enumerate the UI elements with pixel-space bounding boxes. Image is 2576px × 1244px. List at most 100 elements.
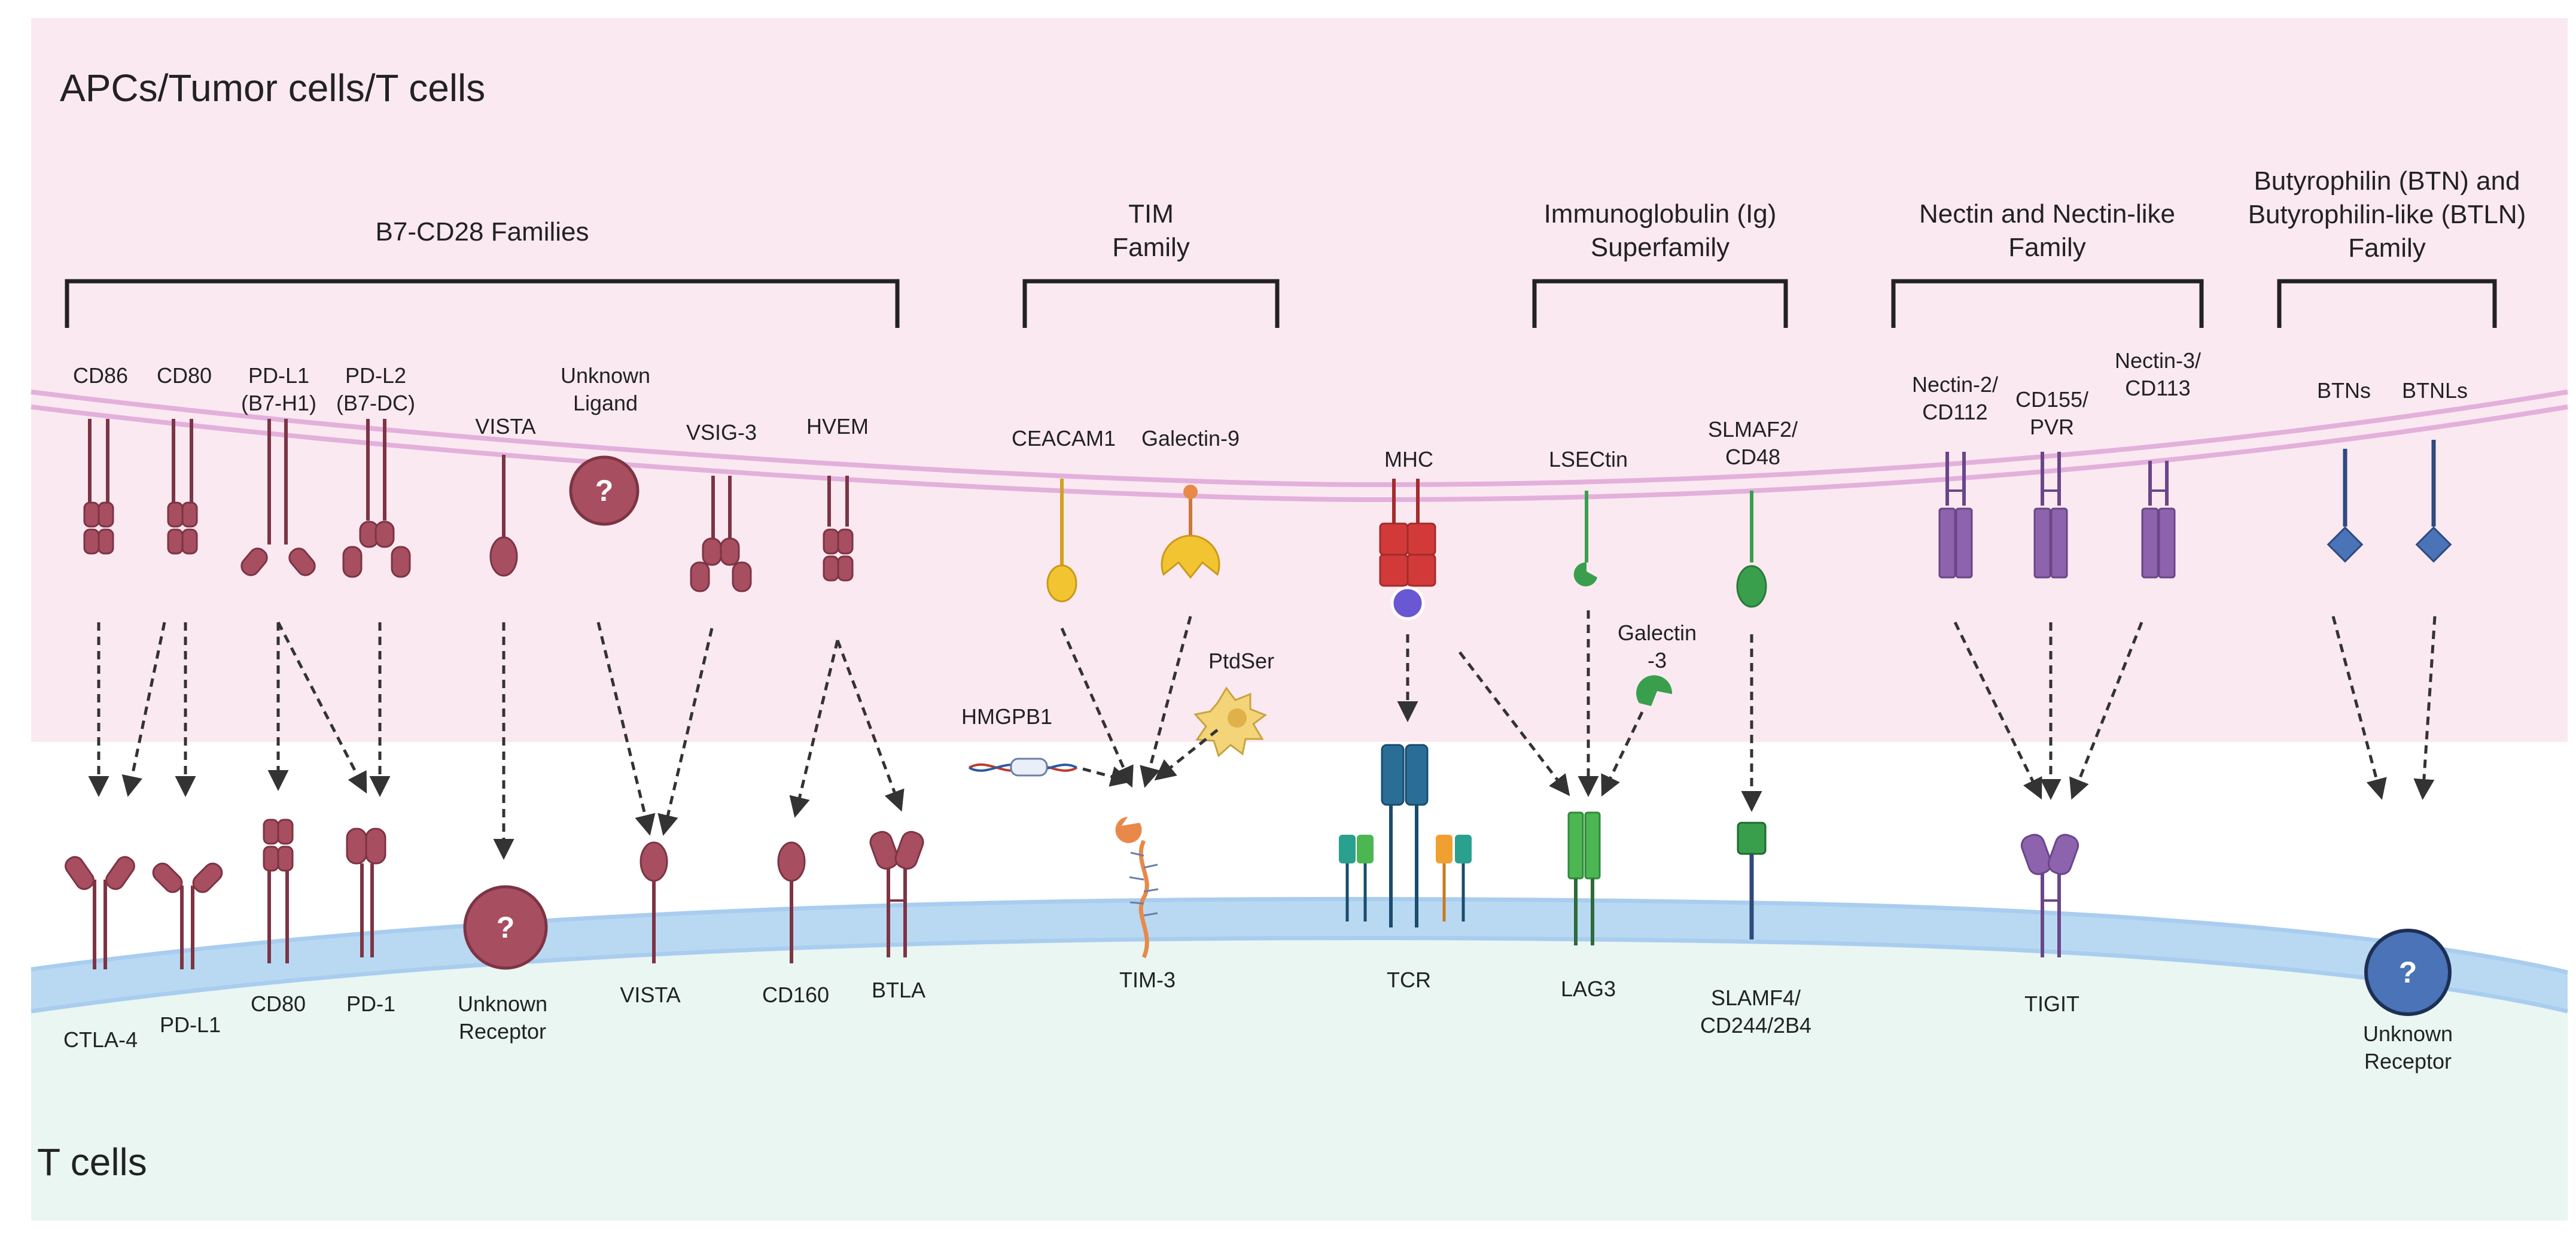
lag3-receptor: [1567, 811, 1601, 945]
unknown-receptor2-question-icon: ?: [2398, 956, 2417, 989]
galectin9-ligand: [1161, 485, 1220, 579]
label-nectin2-1: Nectin-2/: [1911, 372, 1999, 397]
nectin-family-title-2: Family: [2008, 233, 2086, 262]
unknown-ligand-question-icon: ?: [595, 474, 614, 507]
pd1-receptor: [346, 828, 386, 957]
unknown-receptor-circle: [463, 885, 548, 970]
label-unknown-receptor-1: Unknown: [457, 991, 548, 1016]
label-hmgb1: HMGPB1: [961, 704, 1053, 729]
b7-bracket: [65, 279, 900, 328]
label-lsectin: LSECtin: [1548, 447, 1628, 472]
label-vista-receptor: VISTA: [620, 983, 681, 1007]
b7-family-title: B7-CD28 Families: [375, 217, 589, 247]
nectin2-ligand: [1938, 452, 1973, 579]
lsectin-ligand: [1573, 491, 1597, 586]
label-ceacam1: CEACAM1: [1011, 426, 1116, 451]
label-unknown-ligand-1: Unknown: [560, 363, 651, 388]
hmgb1-dna: [968, 758, 1077, 777]
tim-family-title-2: Family: [1112, 233, 1190, 262]
label-nectin2-2: CD112: [1922, 400, 1988, 424]
label-btns: BTNs: [2317, 378, 2371, 403]
btns-ligand: [2327, 449, 2364, 563]
vista-ligand: [489, 455, 518, 577]
pdl1-ligand: [240, 419, 316, 576]
label-pdl2-ligand-1: PD-L2: [345, 363, 407, 388]
ig-bracket: [1532, 279, 1788, 328]
ptdser-apoptotic-cell: [1193, 686, 1268, 758]
label-unknown-receptor2-2: Receptor: [2364, 1049, 2452, 1073]
family-brackets: [65, 279, 2497, 328]
label-unknown-receptor-2: Receptor: [458, 1019, 547, 1044]
galectin3-ligand: [1636, 675, 1673, 706]
hvem-ligand: [823, 476, 854, 582]
label-tcr: TCR: [1387, 968, 1431, 992]
cd80-receptor: [263, 819, 294, 963]
tcr-complex: [1339, 744, 1472, 927]
peptide-dot: [1390, 586, 1425, 621]
slamf4-receptor: [1737, 822, 1767, 939]
apc-membrane-inner: [31, 404, 2568, 503]
tcell-region-title: T cells: [37, 1140, 147, 1184]
btn-bracket: [2277, 279, 2497, 328]
label-cd155-1: CD155/: [2015, 387, 2089, 412]
cd86-ligand: [83, 419, 114, 555]
label-mhc: MHC: [1384, 447, 1433, 472]
btnls-ligand: [2415, 440, 2452, 563]
label-btla: BTLA: [871, 978, 926, 1002]
label-unknown-receptor2-1: Unknown: [2362, 1021, 2453, 1046]
cd80-ligand: [167, 419, 198, 555]
apc-region-title: APCs/Tumor cells/T cells: [60, 66, 486, 110]
label-galectin3-2: -3: [1647, 648, 1667, 673]
btn-family-title-2: Butyrophilin-like (BTLN): [2248, 200, 2526, 229]
label-cd80-ligand: CD80: [156, 363, 212, 388]
tcell-region: [31, 904, 2568, 1221]
apc-region: [31, 18, 2568, 742]
label-slamf2-1: SLMAF2/: [1707, 417, 1798, 442]
label-cd155-2: PVR: [2029, 415, 2075, 439]
nectin3-ligand: [2141, 461, 2176, 579]
ctla4-receptor: [65, 856, 135, 969]
label-slamf2-2: CD48: [1725, 445, 1781, 469]
btla-receptor: [869, 831, 924, 957]
label-vista-ligand: VISTA: [475, 414, 536, 439]
ig-family-title-1: Immunoglobulin (Ig): [1543, 199, 1777, 229]
vista-receptor: [640, 841, 668, 963]
label-lag3: LAG3: [1560, 977, 1616, 1001]
label-pdl1-receptor: PD-L1: [159, 1012, 221, 1037]
label-btnls: BTNLs: [2401, 378, 2468, 403]
tim-bracket: [1022, 279, 1280, 328]
label-tigit: TIGIT: [2024, 991, 2079, 1016]
label-galectin3-1: Galectin: [1617, 621, 1697, 645]
tigit-receptor: [2020, 834, 2079, 957]
interaction-arrows: [88, 610, 2437, 860]
label-galectin9: Galectin-9: [1141, 426, 1240, 451]
btn-family-title-3: Family: [2348, 233, 2426, 263]
label-slamf4-2: CD244/2B4: [1700, 1013, 1812, 1038]
nectin-family-title-1: Nectin and Nectin-like: [1919, 199, 2175, 229]
label-tim3: TIM-3: [1119, 968, 1176, 992]
cd155-ligand: [2033, 452, 2068, 579]
btn-family-title-1: Butyrophilin (BTN) and: [2254, 166, 2520, 196]
unknown-ligand-circle: [569, 455, 640, 526]
nectin-bracket: [1891, 279, 2204, 328]
label-pdl1-ligand-2: (B7-H1): [240, 391, 317, 415]
label-cd80-receptor: CD80: [250, 991, 306, 1016]
label-pd1: PD-1: [346, 991, 396, 1016]
label-cd160: CD160: [762, 983, 830, 1007]
unknown-receptor-question-icon: ?: [496, 911, 515, 944]
label-pdl1-ligand-1: PD-L1: [248, 363, 310, 388]
label-pdl2-ligand-2: (B7-DC): [336, 391, 415, 415]
pdl1-receptor: [152, 862, 223, 969]
slamf2-ligand: [1736, 491, 1767, 608]
label-nectin3-1: Nectin-3/: [2114, 348, 2202, 373]
label-unknown-ligand-2: Ligand: [573, 391, 638, 415]
cd160-receptor: [777, 841, 806, 963]
tcell-membrane: [31, 899, 2568, 1011]
ig-family-title-2: Superfamily: [1590, 233, 1730, 262]
pdl2-ligand: [342, 419, 411, 578]
label-ctla4: CTLA-4: [63, 1027, 138, 1052]
label-vsig3: VSIG-3: [686, 420, 757, 445]
label-cd86: CD86: [72, 363, 129, 388]
vsig3-ligand: [690, 476, 752, 592]
